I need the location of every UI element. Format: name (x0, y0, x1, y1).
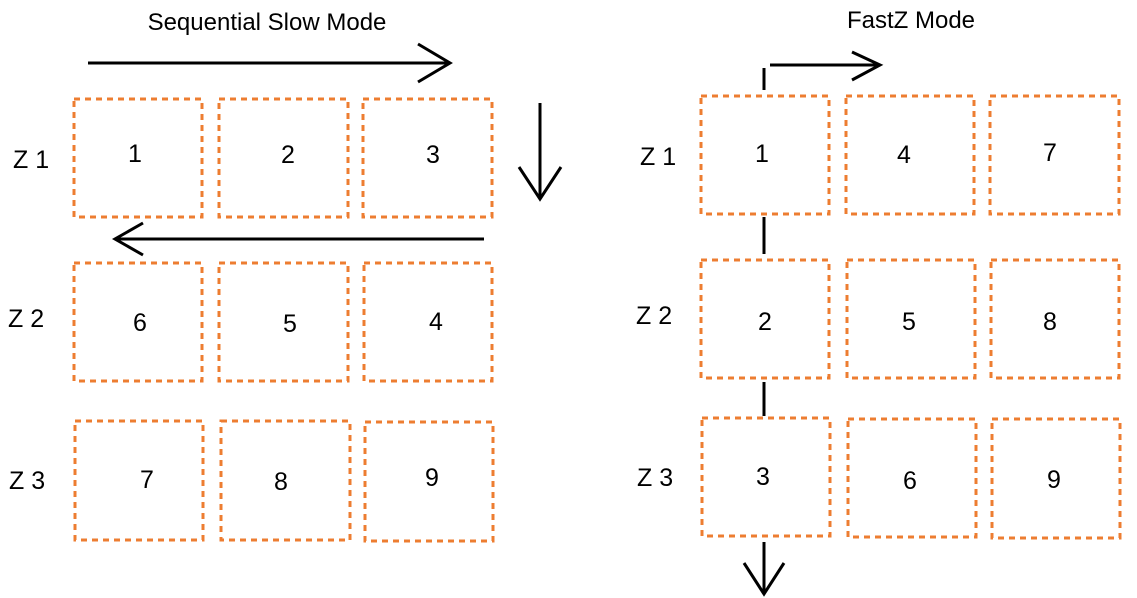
fastz-top-arrow (762, 50, 884, 90)
sequential-tile: 4 (362, 261, 494, 383)
sequential-tile: 6 (72, 261, 204, 383)
tile-number: 2 (758, 308, 772, 336)
fastz-tile: 1 (699, 94, 831, 216)
fastz-tile: 9 (990, 417, 1122, 540)
sequential-tile: 1 (72, 97, 204, 219)
fastz-tile: 5 (845, 258, 977, 380)
fastz-title: FastZ Mode (847, 7, 975, 34)
sequential-title: Sequential Slow Mode (148, 9, 387, 36)
fastz-row-label-z3: Z 3 (637, 464, 673, 492)
sequential-down-arrow (517, 103, 563, 202)
tile-number: 9 (1047, 466, 1061, 494)
sequential-tile: 5 (217, 261, 350, 383)
tile-number: 5 (902, 308, 916, 336)
sequential-tile: 3 (361, 97, 494, 219)
tile-number: 3 (426, 141, 440, 169)
fastz-tile: 8 (989, 258, 1121, 380)
sequential-top-arrow (88, 42, 453, 84)
tile-number: 7 (1043, 139, 1057, 167)
tile-number: 1 (755, 140, 769, 168)
sequential-row-label-z1: Z 1 (13, 146, 49, 174)
fastz-tile: 2 (699, 258, 831, 380)
sequential-panel: Sequential Slow Mode Z 1 Z 2 Z 3 1 2 (8, 9, 563, 543)
fastz-row-label-z1: Z 1 (640, 143, 676, 171)
tile-number: 6 (133, 309, 147, 337)
tile-number: 8 (274, 468, 288, 496)
sequential-row-label-z2: Z 2 (8, 305, 44, 333)
sequential-row-label-z3: Z 3 (9, 467, 45, 495)
fastz-tile: 4 (844, 94, 976, 216)
sequential-tile: 2 (217, 97, 350, 219)
tile-number: 2 (281, 141, 295, 169)
tile-number: 6 (903, 467, 917, 495)
tile-number: 4 (429, 308, 443, 336)
tile-number: 5 (283, 310, 297, 338)
fastz-down-arrow (742, 542, 786, 597)
sequential-tile: 7 (73, 419, 205, 542)
tile-number: 7 (140, 466, 154, 494)
sequential-tile: 9 (363, 420, 495, 543)
tile-number: 1 (128, 140, 142, 168)
tile-number: 3 (756, 463, 770, 491)
fastz-tile: 3 (700, 416, 832, 538)
fastz-tile: 6 (846, 417, 978, 539)
fastz-row-label-z2: Z 2 (636, 302, 672, 330)
fastz-tile: 7 (988, 94, 1121, 216)
sequential-tile: 8 (219, 419, 352, 542)
tile-number: 4 (897, 141, 911, 169)
tile-number: 9 (425, 464, 439, 492)
sequential-back-arrow (111, 221, 484, 257)
fastz-panel: FastZ Mode Z 1 Z 2 Z 3 1 4 7 (636, 7, 1122, 597)
tile-number: 8 (1043, 308, 1057, 336)
